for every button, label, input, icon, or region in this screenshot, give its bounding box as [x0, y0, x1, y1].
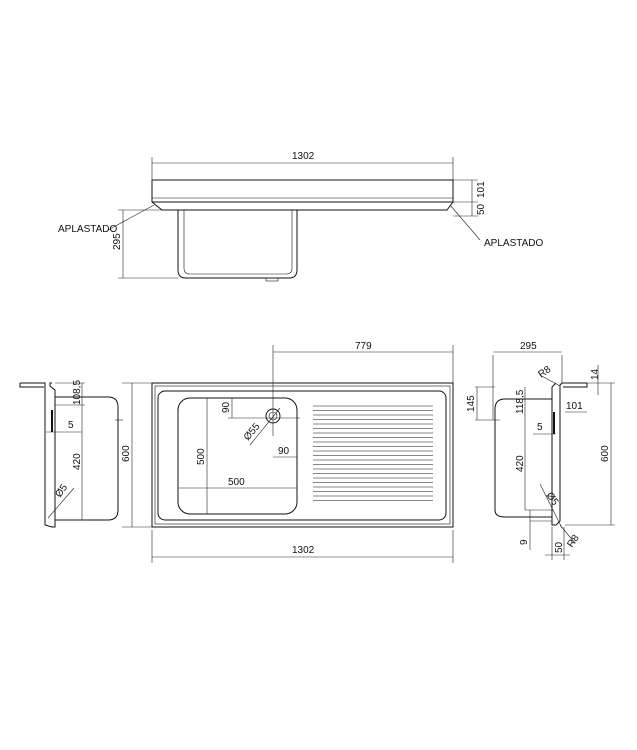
bowl-depth-label: 500	[196, 448, 207, 465]
aplastado-right: APLASTADO	[484, 238, 543, 249]
right-5-label: 5	[537, 422, 543, 433]
drainboard-ribs	[313, 405, 433, 501]
drain-y-label: 90	[221, 401, 232, 413]
left-420-label: 420	[72, 453, 83, 470]
bowl-width-label: 500	[228, 477, 245, 488]
plan-depth-label: 600	[121, 445, 132, 462]
right-295-label: 295	[520, 341, 537, 352]
right-118-label: 118,5	[515, 389, 526, 414]
right-14-label: 14	[590, 368, 601, 380]
plan-view: 779 1302 600 500 500 90 90 Ø55	[121, 341, 454, 563]
right-420-label: 420	[515, 455, 526, 472]
right-101-label: 101	[566, 401, 583, 412]
right-600-label: 600	[600, 445, 611, 462]
right-r5-label: Ø5	[544, 490, 561, 508]
right-145-label: 145	[466, 395, 477, 412]
offset-779-label: 779	[355, 341, 372, 352]
right-r8-bottom-label: R8	[565, 533, 582, 550]
left-5-label: 5	[68, 420, 74, 431]
right-9-label: 9	[519, 539, 530, 545]
aplastado-left: APLASTADO	[58, 224, 117, 235]
left-r5-label: Ø5	[53, 482, 70, 500]
plan-width-label: 1302	[292, 545, 315, 556]
top-101-label: 101	[476, 181, 487, 198]
right-section-view: 295 R8 14 145 118,5 101 5 420 600 Ø5 9 5…	[466, 341, 615, 560]
top-295-label: 295	[112, 233, 123, 250]
top-view: 1302 101 50 295 APLASTADO APLASTADO	[58, 151, 543, 282]
top-width-label: 1302	[292, 151, 315, 162]
left-108-label: 108,5	[72, 380, 83, 405]
left-section-view: 108,5 5 420 Ø5	[19, 380, 123, 528]
right-50-label: 50	[554, 541, 565, 553]
top-50-label: 50	[476, 203, 487, 215]
drain-dia-label: Ø55	[242, 421, 263, 443]
drain-x-label: 90	[278, 446, 290, 457]
